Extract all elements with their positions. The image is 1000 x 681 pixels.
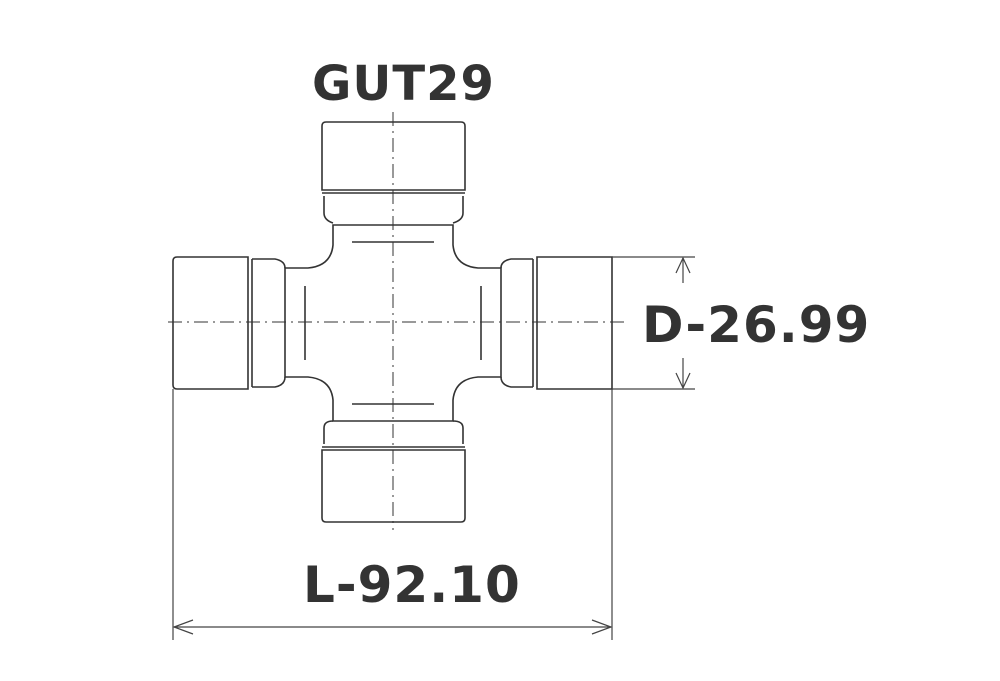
right-bearing-cap [500, 256, 613, 390]
bottom-bearing-cap [321, 420, 466, 523]
part-number-title: GUT29 [312, 56, 495, 112]
arrow-down-icon [675, 372, 691, 390]
left-bearing-cap [172, 256, 286, 390]
length-dimension-label: L-92.10 [303, 556, 521, 614]
diameter-dimension-label: D-26.99 [642, 296, 871, 354]
top-bearing-cap [321, 121, 466, 224]
arrow-right-icon [591, 619, 613, 635]
length-dimension [172, 389, 613, 640]
arrow-left-icon [172, 619, 194, 635]
arrow-up-icon [675, 256, 691, 274]
diameter-dimension [612, 256, 695, 390]
